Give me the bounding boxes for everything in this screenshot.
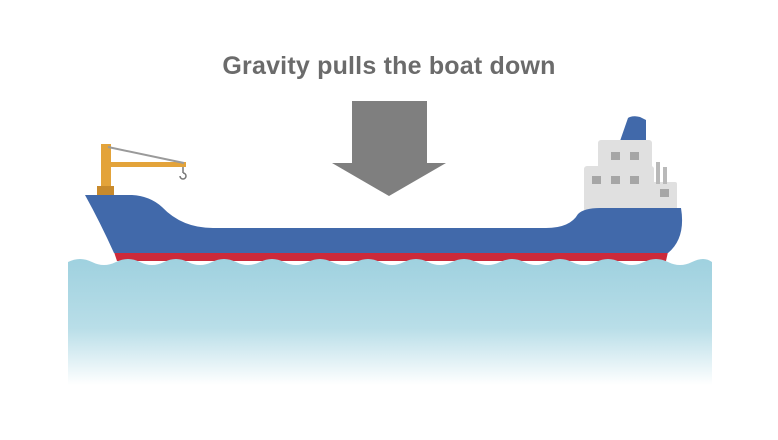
- crane-icon: [97, 144, 187, 195]
- hull-waterline: [114, 252, 668, 261]
- crane-base: [97, 186, 114, 195]
- funnel-icon: [620, 116, 646, 141]
- window: [630, 176, 639, 184]
- crane-cable: [107, 146, 185, 164]
- window: [611, 152, 620, 160]
- window: [592, 176, 601, 184]
- water-icon: [68, 259, 712, 385]
- crane-hook: [179, 172, 187, 180]
- window: [630, 152, 639, 160]
- window: [660, 189, 669, 197]
- crane-boom: [104, 162, 186, 167]
- gravity-arrow: [332, 101, 446, 196]
- bridge-lower: [584, 166, 654, 212]
- mast-pipe: [656, 162, 660, 184]
- bridge-upper: [598, 140, 652, 170]
- water-body: [68, 259, 712, 385]
- mast-pipe: [663, 167, 667, 184]
- crane-mast: [101, 144, 111, 192]
- diagram-title: Gravity pulls the boat down: [222, 52, 556, 80]
- ship-bridge: [584, 116, 677, 212]
- window: [611, 176, 620, 184]
- down-arrow-icon: [332, 101, 446, 196]
- cargo-ship-hull: [85, 195, 683, 253]
